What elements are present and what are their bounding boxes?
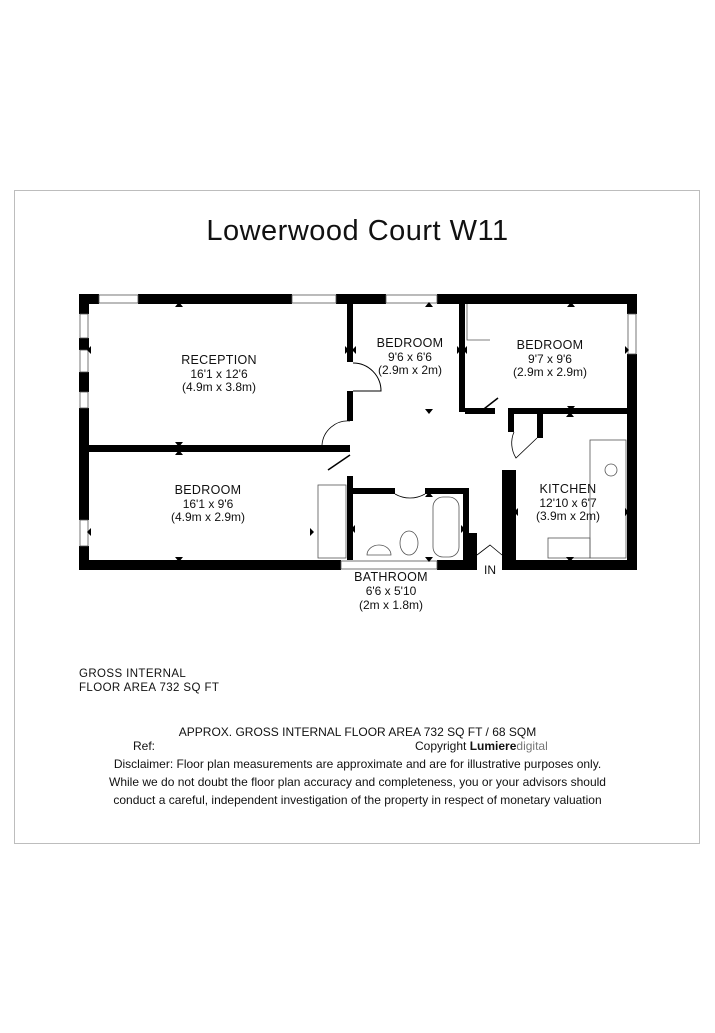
- room-dimensions-metric: (4.9m x 2.9m): [171, 510, 245, 524]
- room-dimensions-metric: (2.9m x 2m): [378, 363, 442, 377]
- windows: [79, 294, 637, 570]
- doors: [321, 362, 538, 556]
- room-name: BATHROOM: [354, 570, 428, 584]
- room-dimensions-metric: (4.9m x 3.8m): [182, 380, 256, 394]
- room-name: BEDROOM: [175, 483, 242, 497]
- room-dimensions-imperial: 16'1 x 9'6: [183, 497, 234, 511]
- disclaimer-line-3: conduct a careful, independent investiga…: [113, 793, 602, 807]
- built-in-cupboard: [466, 304, 490, 341]
- room-name: BEDROOM: [517, 338, 584, 352]
- room-kitchen: KITCHEN 12'10 x 6'7 (3.9m x 2m): [536, 482, 600, 523]
- copyright: Copyright Lumieredigital: [415, 739, 548, 753]
- dimension-arrows: [87, 302, 629, 562]
- room-dimensions-imperial: 9'7 x 9'6: [528, 352, 572, 366]
- entrance-label: IN: [484, 563, 496, 577]
- copyright-prefix: Copyright: [415, 739, 467, 753]
- approx-area: APPROX. GROSS INTERNAL FLOOR AREA 732 SQ…: [178, 725, 537, 739]
- gross-area-line2: FLOOR AREA 732 SQ FT: [79, 682, 220, 694]
- room-dimensions-metric: (3.9m x 2m): [536, 509, 600, 523]
- bathtub: [432, 496, 460, 558]
- room-bedroom-right: BEDROOM 9'7 x 9'6 (2.9m x 2.9m): [513, 338, 587, 379]
- room-dimensions-imperial: 16'1 x 12'6: [190, 367, 248, 381]
- room-bedroom-large: BEDROOM 16'1 x 9'6 (4.9m x 2.9m): [171, 483, 245, 524]
- gross-area-line1: GROSS INTERNAL: [79, 668, 187, 680]
- kitchen-counter: [589, 439, 627, 559]
- walls: [79, 294, 637, 570]
- disclaimer-line-2: While we do not doubt the floor plan acc…: [109, 775, 606, 789]
- brand-logo-light: digital: [516, 739, 548, 753]
- page-frame: [14, 190, 700, 844]
- room-name: BEDROOM: [377, 336, 444, 350]
- room-dimensions-metric: (2m x 1.8m): [359, 598, 423, 612]
- ref-label: Ref:: [133, 739, 156, 753]
- room-dimensions-imperial: 12'10 x 6'7: [539, 496, 597, 510]
- room-dimensions-imperial: 9'6 x 6'6: [388, 350, 432, 364]
- room-reception: RECEPTION 16'1 x 12'6 (4.9m x 3.8m): [181, 353, 257, 394]
- wash-basin: [366, 544, 392, 556]
- room-name: RECEPTION: [181, 353, 257, 367]
- hob: [547, 537, 591, 559]
- room-name: KITCHEN: [540, 482, 597, 496]
- room-bedroom-small: BEDROOM 9'6 x 6'6 (2.9m x 2m): [377, 336, 444, 377]
- fixtures: [317, 304, 627, 559]
- plan-title: Lowerwood Court W11: [206, 215, 509, 247]
- room-dimensions-imperial: 6'6 x 5'10: [366, 584, 417, 598]
- brand-logo-bold: Lumiere: [469, 739, 517, 753]
- wardrobe: [317, 484, 347, 559]
- room-bathroom: BATHROOM 6'6 x 5'10 (2m x 1.8m): [354, 570, 428, 612]
- toilet: [399, 530, 419, 556]
- room-dimensions-metric: (2.9m x 2.9m): [513, 365, 587, 379]
- disclaimer-line-1: Disclaimer: Floor plan measurements are …: [113, 757, 602, 771]
- kitchen-sink: [604, 463, 618, 477]
